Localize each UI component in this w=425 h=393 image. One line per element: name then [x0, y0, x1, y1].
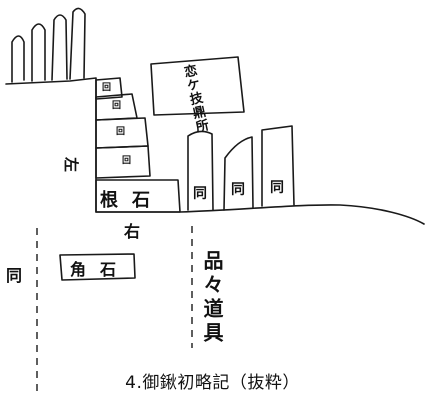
tall-stone-2 [223, 136, 254, 211]
post-4 [69, 7, 86, 80]
post-1 [11, 35, 25, 83]
ground-line [5, 77, 425, 225]
ne-stone-shape [95, 179, 181, 213]
stack-mark-1: 回 [102, 83, 112, 93]
left-label: 左 [62, 156, 81, 173]
shinagu-label: 品々道具 [200, 250, 224, 346]
post-3 [51, 14, 68, 81]
post-2 [31, 23, 46, 82]
stack-mark-2: 回 [112, 101, 122, 111]
stack-mark-4: 回 [122, 156, 132, 166]
kado-stone-box [59, 253, 136, 281]
same-left-label: 同 [6, 266, 23, 285]
ornament-slab [150, 56, 245, 116]
same-label-b: 同 [231, 182, 245, 198]
caption: 4.御鍬初略記（抜粋） [125, 373, 300, 393]
kado-stone-label: 角石 [70, 260, 131, 279]
right-label: 右 [124, 222, 141, 241]
stack-mark-3: 回 [116, 127, 126, 137]
ne-stone-label: 根石 [100, 190, 164, 211]
stack-stone-1 [95, 77, 123, 100]
tall-stone-3 [261, 125, 295, 207]
same-label-c: 同 [270, 180, 284, 196]
stack-stone-4 [95, 145, 151, 179]
same-label-a: 同 [193, 186, 207, 202]
tall-stone-1 [187, 130, 214, 211]
